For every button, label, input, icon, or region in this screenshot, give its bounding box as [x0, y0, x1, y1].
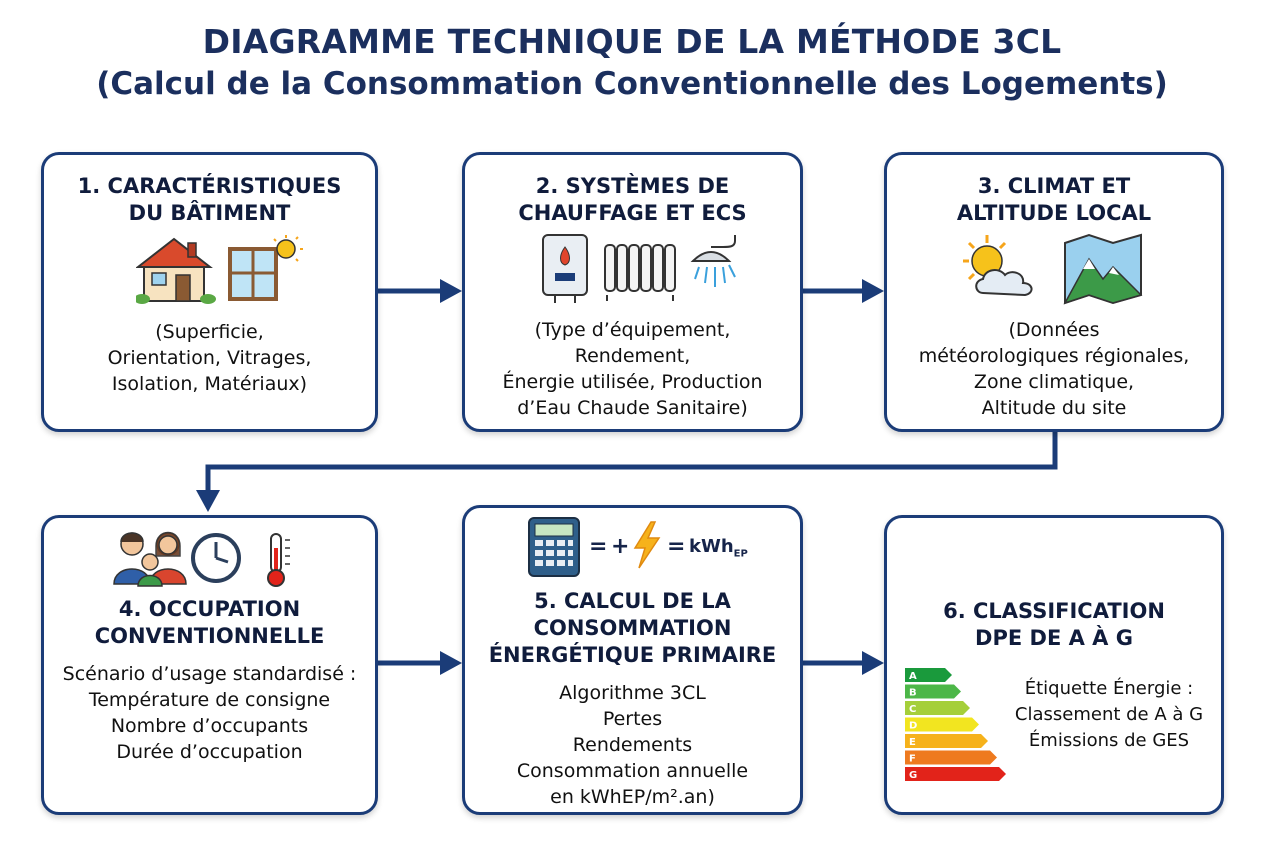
step-description: Scénario d’usage standardisé : Températu… — [62, 663, 357, 763]
arrow-3-to-4 — [205, 432, 1058, 493]
energy-class-letter-e: E — [909, 737, 916, 748]
thermometer-icon — [267, 533, 290, 587]
step-box-climate: 3. CLIMAT ET ALTITUDE LOCAL (Données — [884, 152, 1224, 432]
formula-unit: kWhEP — [689, 536, 748, 560]
formula-plus: + — [611, 534, 630, 559]
radiator-icon — [604, 244, 676, 301]
energy-class-bar-d — [905, 717, 979, 732]
energy-class-bar-g — [905, 767, 1006, 781]
energy-class-bar-b — [905, 684, 961, 699]
energy-class-bar-e — [905, 734, 988, 748]
step-title: 3. CLIMAT ET ALTITUDE LOCAL — [956, 174, 1152, 225]
arrow-4-to-5-head — [440, 651, 462, 675]
mountain-map-icon — [1063, 233, 1143, 305]
shower-icon — [690, 235, 736, 287]
step-title: 5. CALCUL DE LA CONSOMMATION ÉNERGÉTIQUE… — [488, 589, 777, 667]
arrow-5-to-6-head — [862, 651, 884, 675]
lightning-icon — [633, 521, 661, 569]
step-box-building: 1. CARACTÉRISTIQUES DU BÂTIMENT — [41, 152, 378, 432]
step-title: 2. SYSTÈMES DE CHAUFFAGE ET ECS — [518, 174, 747, 225]
boiler-icon — [542, 234, 588, 303]
energy-class-bar-c — [905, 701, 970, 715]
step-description: Étiquette Énergie : Classement de A à G … — [1014, 678, 1204, 751]
window-sun-icon — [228, 235, 303, 301]
step-description: (Superficie, Orientation, Vitrages, Isol… — [107, 321, 312, 395]
energy-class-letter-g: G — [909, 770, 917, 781]
page-title: DIAGRAMME TECHNIQUE DE LA MÉTHODE 3CL — [202, 22, 1062, 61]
clock-icon — [191, 533, 241, 583]
arrow-2-to-3-head — [862, 279, 884, 303]
energy-class-letter-b: B — [909, 688, 917, 699]
arrow-1-to-2-head — [440, 279, 462, 303]
step-box-heating: 2. SYSTÈMES DE CHAUFFAGE ET ECS — [462, 152, 803, 432]
step-description: Algorithme 3CL Pertes Rendements Consomm… — [516, 682, 749, 808]
energy-class-letter-a: A — [909, 671, 917, 682]
arrow-3-to-4-head — [196, 490, 220, 512]
formula-equals: = — [589, 534, 608, 559]
sun-cloud-icon — [963, 235, 1033, 297]
step-description: (Type d’équipement, Rendement, Énergie u… — [502, 319, 763, 419]
energy-class-letter-d: D — [909, 721, 917, 732]
energy-class-bar-a — [905, 668, 952, 682]
house-icon — [134, 237, 216, 304]
energy-class-letter-c: C — [909, 704, 916, 715]
energy-class-bar-f — [905, 750, 997, 765]
step-title: 4. OCCUPATION CONVENTIONNELLE — [94, 597, 325, 648]
energy-class-letter-f: F — [909, 754, 916, 765]
formula-equals-result: = — [667, 534, 686, 559]
page-subtitle: (Calcul de la Consommation Conventionnel… — [96, 66, 1168, 102]
family-icon — [113, 531, 187, 587]
step-title: 1. CARACTÉRISTIQUES DU BÂTIMENT — [77, 174, 342, 225]
step-box-calculation: = + = kWhEP 5. CALCUL DE LA CONSOMMATION… — [462, 505, 803, 815]
step-title: 6. CLASSIFICATION DPE DE A À G — [943, 599, 1165, 650]
step-description: (Données météorologiques régionales, Zon… — [918, 319, 1190, 419]
step-box-occupancy: 4. OCCUPATION CONVENTIONNELLE Scénario d… — [41, 515, 378, 815]
calculator-icon — [528, 517, 580, 577]
